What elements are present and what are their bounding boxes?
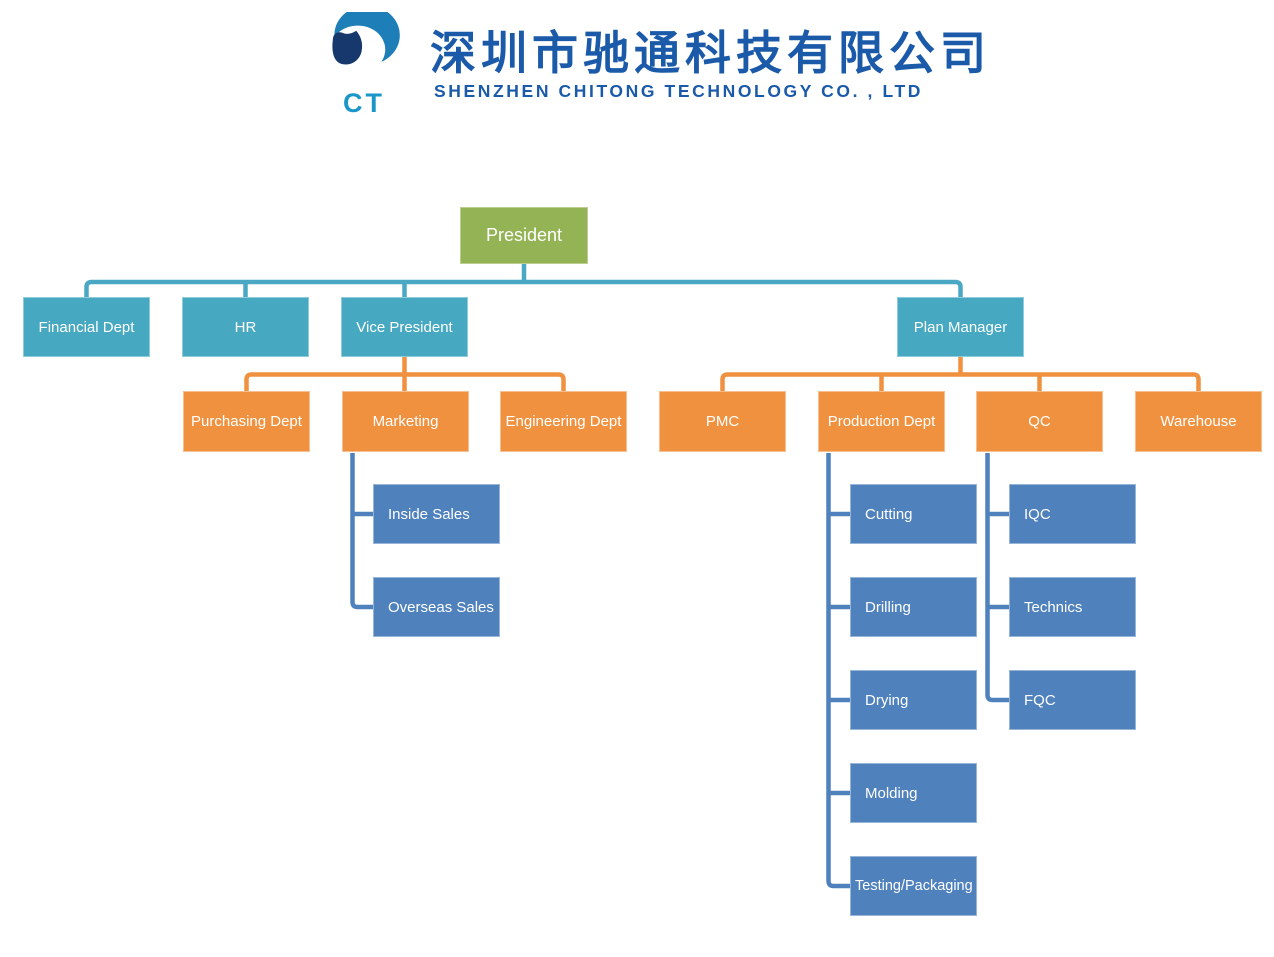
org-node-engineering-dept: Engineering Dept	[500, 391, 627, 452]
org-node-iqc: IQC	[1009, 484, 1136, 544]
org-node-molding: Molding	[850, 763, 977, 823]
company-name-english: SHENZHEN CHITONG TECHNOLOGY CO. , LTD	[434, 81, 923, 101]
company-logo: CT	[322, 12, 406, 118]
org-node-financial-dept: Financial Dept	[23, 297, 150, 357]
org-node-purchasing-dept: Purchasing Dept	[183, 391, 310, 452]
org-node-president: President	[460, 207, 588, 264]
org-node-vice-president: Vice President	[341, 297, 468, 357]
org-node-overseas-sales: Overseas Sales	[373, 577, 500, 637]
org-node-cutting: Cutting	[850, 484, 977, 544]
connector-marketing-children	[350, 453, 374, 610]
org-node-plan-manager: Plan Manager	[897, 297, 1024, 357]
org-node-warehouse: Warehouse	[1135, 391, 1262, 452]
org-node-drying: Drying	[850, 670, 977, 730]
org-node-inside-sales: Inside Sales	[373, 484, 500, 544]
org-node-technics: Technics	[1009, 577, 1136, 637]
org-node-pmc: PMC	[659, 391, 786, 452]
logo-monogram-text: CT	[343, 88, 385, 118]
connector-plan-manager-children	[720, 357, 1201, 391]
org-node-marketing: Marketing	[342, 391, 469, 452]
org-node-qc: QC	[976, 391, 1103, 452]
org-node-testing-packaging: Testing/Packaging	[850, 856, 977, 916]
company-name-chinese: 深圳市驰通科技有限公司	[430, 27, 991, 79]
org-node-drilling: Drilling	[850, 577, 977, 637]
org-node-fqc: FQC	[1009, 670, 1136, 730]
logo-swoosh-icon	[332, 12, 400, 65]
connector-qc-children	[985, 453, 1010, 703]
connector-production-children	[826, 453, 851, 889]
org-node-production-dept: Production Dept	[818, 391, 945, 452]
connector-president-children	[84, 264, 963, 297]
org-node-hr: HR	[182, 297, 309, 357]
connector-vice-president-children	[244, 357, 566, 391]
